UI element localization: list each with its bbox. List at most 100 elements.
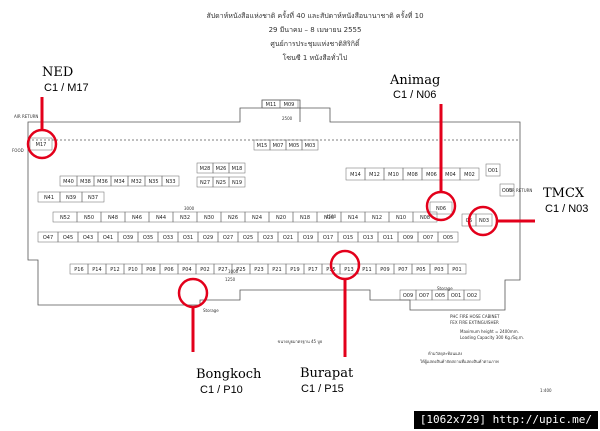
dim-label-2500: 2500	[282, 116, 293, 121]
booth-label-n32-r2: N32	[180, 215, 190, 221]
callout-name-ned: NED	[42, 65, 73, 80]
booth-label-o39-o: O39	[123, 235, 133, 241]
booth-label-n48-r2: N48	[108, 215, 118, 221]
storage-label-2: Storage	[437, 286, 453, 291]
booth-label-o07-o: O07	[423, 235, 433, 241]
booth-label-o03-rc: O03	[502, 188, 512, 194]
header-line-4: โซนซี 1 หนังสือทั่วไป	[283, 53, 348, 62]
booth-n19	[228, 176, 246, 188]
callout-ned: NED C1 / M17	[26, 65, 89, 160]
booth-label-m26: M26	[216, 166, 227, 172]
booth-label-n35-l: N35	[148, 179, 158, 185]
booth-m18	[228, 162, 246, 174]
callout-burapat: Burapat C1 / P15	[300, 249, 361, 395]
booth-label-m38-l: M38	[80, 179, 91, 185]
booth-label-o31-o: O31	[183, 235, 193, 241]
callout-code-ned: C1 / M17	[44, 82, 89, 94]
booth-label-p14-p: P14	[92, 267, 101, 273]
callout-code-tmcx: C1 / N03	[545, 203, 588, 215]
note-3: Maximum height = 2400mm.	[460, 329, 519, 334]
booth-o02-b	[463, 289, 481, 301]
booth-label-p11-p: P11	[362, 267, 371, 273]
booth-label-p07-p: P07	[398, 267, 407, 273]
booth-label-o45-o: O45	[63, 235, 73, 241]
note-2: FEX FIRE EXTINGUISHER	[450, 320, 499, 325]
booth-label-n30-r2: N30	[204, 215, 214, 221]
header-line-2: 29 มีนาคม – 8 เมษายน 2555	[269, 26, 362, 34]
booth-label-n26-r2: N26	[228, 215, 238, 221]
dim-label-1000: 1000	[228, 269, 239, 274]
booth-label-n16-r2: N16	[324, 215, 334, 221]
booth-label-m10-rm: M10	[388, 172, 399, 178]
callout-name-animag: Animag	[389, 73, 440, 88]
booth-label-o09-b: O09	[403, 293, 413, 299]
note-4: Loading Capacity 300 Kg./Sq.m.	[460, 335, 524, 340]
booth-label-p02-p: P02	[200, 267, 209, 273]
callout-name-tmcx: TMCX	[543, 186, 585, 201]
booth-label-m28: M28	[200, 166, 211, 172]
watermark-badge: [1062x729] http://upic.me/	[413, 411, 598, 429]
note-1: PHC FIRE HOSE CABINET	[450, 314, 500, 319]
booth-label-n39: N39	[66, 195, 76, 201]
callout-name-burapat: Burapat	[300, 366, 354, 381]
dim-label-3000: 3000	[184, 206, 195, 211]
booth-o03-rc	[499, 183, 515, 197]
air-return-left: AIR RETURN	[14, 114, 38, 119]
booth-label-o17-o: O17	[323, 235, 333, 241]
booth-label-m04-rm: M04	[445, 172, 456, 178]
booth-label-o07-b: O07	[419, 293, 429, 299]
booth-label-m17: M17	[36, 142, 47, 148]
booth-label-p05-p: P05	[416, 267, 425, 273]
booth-label-p25-p: P25	[236, 267, 245, 273]
booth-label-o02-b: O02	[467, 293, 477, 299]
legend-1: ห้ามวัสดุสะท้อนแสง	[428, 351, 462, 357]
booth-label-n10-r2: N10	[396, 215, 406, 221]
storage-label-1: Storage	[203, 308, 219, 313]
booth-label-n37: N37	[88, 195, 98, 201]
header-line-3: ศูนย์การประชุมแห่งชาติสิริกิติ์	[270, 38, 361, 48]
booth-label-p08-p: P08	[146, 267, 155, 273]
booth-label-o33-o: O33	[163, 235, 173, 241]
booth-label-p23-p: P23	[254, 267, 263, 273]
callout-animag: Animag C1 / N06	[389, 73, 457, 222]
booth-o01-rc	[485, 163, 501, 177]
booth-label-m03: M03	[305, 143, 316, 149]
booth-o05-o	[437, 231, 459, 243]
scale-label: 1:400	[540, 388, 552, 393]
booth-label-m06-rm: M06	[426, 172, 437, 178]
booth-label-o25-o: O25	[243, 235, 253, 241]
booth-label-n03: N03	[479, 218, 489, 224]
booth-label-m34-l: M34	[114, 179, 125, 185]
booth-label-m05: M05	[289, 143, 300, 149]
callout-bongkoch: Bongkoch C1 / P10	[177, 277, 262, 396]
booth-label-m15: M15	[257, 143, 268, 149]
callout-tmcx: TMCX C1 / N03	[467, 186, 588, 237]
callout-code-animag: C1 / N06	[393, 89, 436, 101]
booth-label-n33-l: N33	[165, 179, 175, 185]
booth-label-n41: N41	[44, 195, 54, 201]
booth-label-n20-r2: N20	[276, 215, 286, 221]
booth-label-o19-o: O19	[303, 235, 313, 241]
booth-label-o05-o: O05	[443, 235, 453, 241]
booth-n37	[81, 191, 105, 203]
booth-label-p04-p: P04	[182, 267, 191, 273]
booth-label-p09-p: P09	[380, 267, 389, 273]
booth-label-n50-r2: N50	[84, 215, 94, 221]
booth-label-n08-r2: N08	[420, 215, 430, 221]
booth-label-p16-p: P16	[74, 267, 83, 273]
booth-label-n44-r2: N44	[156, 215, 166, 221]
booth-label-m14-rm: M14	[350, 172, 361, 178]
booth-m09-top	[279, 99, 299, 109]
booth-p01-p	[447, 263, 467, 275]
booth-label-n52-r2: N52	[60, 215, 70, 221]
booth-label-o01-rc: O01	[488, 168, 498, 174]
air-return-right: AIR RETURN	[508, 188, 532, 193]
booth-label-n18-r2: N18	[300, 215, 310, 221]
callout-code-burapat: C1 / P15	[301, 383, 344, 395]
building-outline	[27, 99, 521, 311]
highlight-circle-p15	[329, 249, 361, 281]
booth-m02-rm	[459, 167, 480, 181]
legend-2: ให้ผู้แสดงสินค้าจัดสถานที่แสดงสินค้าตามภ…	[420, 359, 499, 365]
booth-label-m12-rm: M12	[369, 172, 380, 178]
